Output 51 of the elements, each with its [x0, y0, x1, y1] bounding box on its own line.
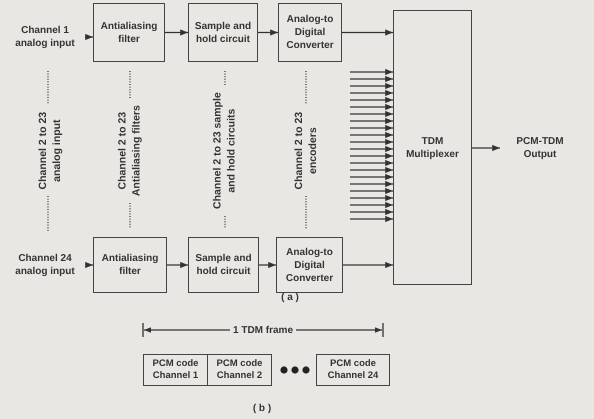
- rotated-label: Channel 2 to 23 analog input: [36, 110, 64, 192]
- arrow: [350, 76, 393, 82]
- process-box: Antialiasing filter: [93, 237, 167, 293]
- arrow: [85, 262, 93, 268]
- arrow: [350, 90, 393, 96]
- figure-label: ( a ): [280, 290, 300, 304]
- process-box: TDM Multiplexer: [393, 10, 472, 285]
- arrow: [350, 110, 393, 118]
- process-box: Sample and hold circuit: [188, 3, 258, 62]
- arrow: [350, 208, 393, 216]
- rotated-label: Channel 2 to 23 Antialiasing filters: [116, 104, 143, 198]
- arrow: [350, 118, 393, 124]
- arrow: [165, 29, 188, 36]
- process-box: Antialiasing filter: [93, 3, 165, 62]
- arrow: [350, 166, 393, 174]
- frame-slot: PCM code Channel 24: [316, 354, 390, 386]
- arrow: [350, 160, 393, 166]
- arrow: [167, 262, 188, 268]
- arrow: [350, 104, 393, 110]
- arrow: [350, 188, 393, 194]
- process-box: Analog-to Digital Converter: [276, 237, 343, 293]
- input-label: Channel 1 analog input: [5, 12, 85, 62]
- arrow: [350, 68, 393, 76]
- arrow: [350, 216, 393, 222]
- arrow: [350, 138, 393, 146]
- arrow: [258, 29, 278, 36]
- arrow: [350, 194, 393, 202]
- rotated-label: Channel 2 to 23 sample and hold circuits: [211, 91, 238, 211]
- output-label: PCM-TDM Output: [500, 130, 580, 166]
- arrow: [350, 82, 393, 90]
- figure-label: ( b ): [252, 402, 272, 414]
- dimension-label: 1 TDM frame: [230, 324, 296, 336]
- arrow: [350, 152, 393, 160]
- arrow: [342, 29, 393, 36]
- arrow: [350, 96, 393, 104]
- process-box: Sample and hold circuit: [188, 237, 259, 293]
- arrow: [85, 34, 93, 40]
- arrow: [350, 146, 393, 152]
- arrow: [343, 262, 393, 268]
- arrow: [350, 124, 393, 132]
- arrow: [472, 144, 500, 152]
- process-box: Analog-to Digital Converter: [278, 3, 342, 62]
- frame-slot: PCM code Channel 1: [143, 354, 208, 386]
- arrow: [350, 174, 393, 180]
- arrow: [259, 262, 276, 268]
- arrow: [350, 132, 393, 138]
- rotated-label: Channel 2 to 23 encoders: [292, 110, 319, 192]
- input-label: Channel 24 analog input: [3, 240, 87, 290]
- arrow: [350, 180, 393, 188]
- arrow: [350, 202, 393, 208]
- frame-slot: PCM code Channel 2: [208, 354, 272, 386]
